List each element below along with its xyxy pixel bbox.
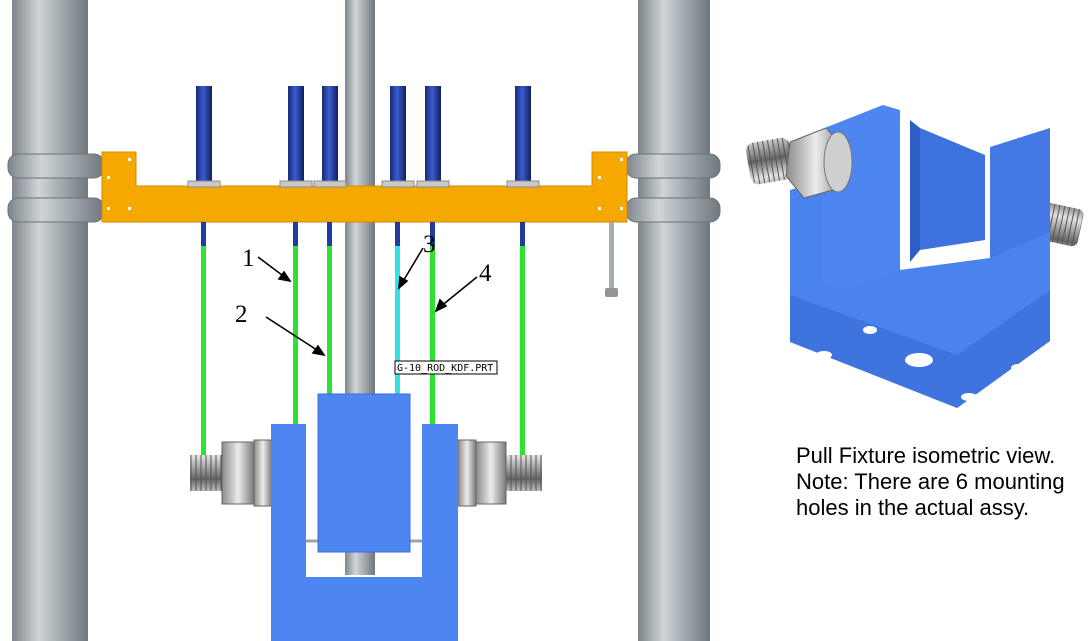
clevis-bolts (190, 439, 542, 507)
caption: Pull Fixture isometric view. Note: There… (796, 443, 1086, 521)
callout-label-1: 1 (242, 245, 255, 272)
callout-label-4: 4 (479, 260, 492, 287)
caption-line-1: Pull Fixture isometric view. (796, 443, 1056, 468)
stud-washers (187, 180, 540, 188)
upper-studs (196, 86, 531, 182)
caption-line-2: Note: There are 6 mounting holes in the … (796, 469, 1065, 520)
g10-rods (201, 246, 525, 456)
lower-rod-stubs (201, 222, 525, 246)
part-name-tag: G-10_ROD_KDF.PRT (394, 360, 498, 375)
orange-crossbar (101, 151, 628, 223)
callout-label-3: 3 (423, 231, 436, 258)
pull-fixture-clevis (271, 424, 458, 641)
crossbar-holes (107, 158, 623, 210)
left-support-tube (12, 0, 88, 641)
callout-arrows (257, 247, 478, 357)
callout-label-2: 2 (235, 301, 248, 328)
alignment-pin (605, 222, 618, 297)
rod-end-block (317, 393, 411, 553)
isometric-fixture-view (745, 105, 1084, 408)
part-name-text: G-10_ROD_KDF.PRT (397, 363, 493, 374)
right-support-tube (638, 0, 710, 641)
